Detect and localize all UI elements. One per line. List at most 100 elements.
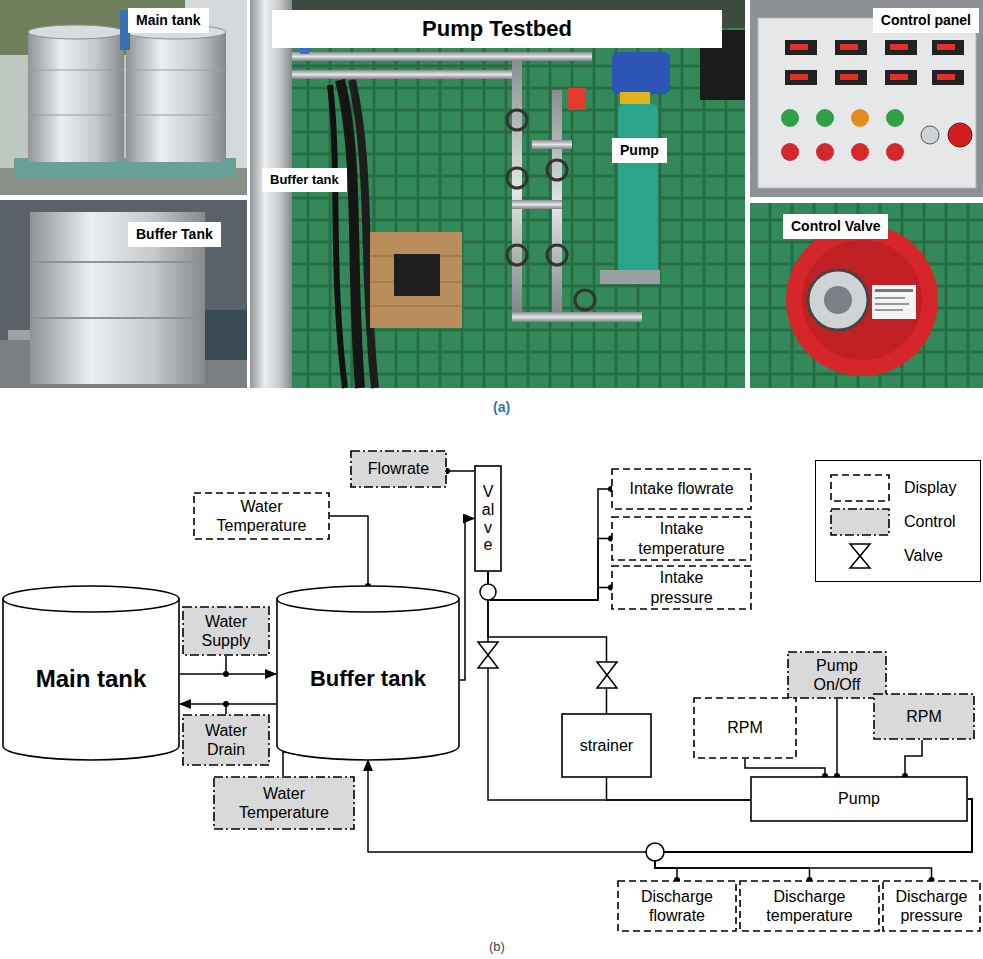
svg-rect [292,70,522,79]
panel-letter: (b) [489,939,505,955]
svg-rect [840,74,858,80]
box-border [694,698,796,758]
svg-rect [0,0,247,195]
legend-row: Valve [830,539,970,573]
node-text: RPM [727,718,763,737]
svg-rect [394,254,440,296]
svg-line [30,261,205,263]
box-border [214,777,354,829]
svg-circle [921,126,939,144]
valve-symbol [850,556,870,568]
box-border [562,714,651,777]
box-outline [617,880,737,932]
svg-rect [875,297,905,299]
box-border [183,715,269,765]
connector [488,536,614,601]
photo-label: Buffer tank [262,168,347,192]
svg-rect [568,88,586,110]
buffer-tank-photo [0,200,247,388]
svg-circle [480,584,496,600]
svg-rect [835,40,867,55]
node-text: Intake temperature [629,519,734,557]
svg-rect [532,140,572,149]
connector [488,572,614,600]
svg-circle [948,123,972,147]
svg-circle [547,245,567,265]
box-outline [739,880,880,932]
testbed-photo [250,0,745,388]
svg-rect [8,330,30,340]
svg-rect [618,104,658,280]
process-box: strainer [561,713,652,778]
svg-path [330,85,345,388]
tank-cylinder: Buffer tank [276,585,460,760]
legend-row: Control [830,505,970,539]
svg-line [126,115,226,116]
svg-circle [808,270,868,330]
connector-line [488,572,611,600]
legend-swatch-fill [831,509,889,535]
svg-rect [785,40,817,55]
pump-box: Pump [750,776,968,822]
box-border [351,451,446,487]
tank-body [277,599,459,760]
valve-symbol [850,544,870,556]
node-text: Pump [838,789,880,808]
display-box: Discharge flowrate [617,880,737,932]
connector-line [745,759,825,776]
svg-circle [802,240,922,360]
box-border [194,493,329,539]
node-text: Discharge pressure [888,887,975,925]
display-box: Discharge temperature [739,880,880,932]
svg-rect [620,92,650,104]
legend-sample [830,474,890,502]
connector [834,699,840,779]
connector-line [905,740,922,776]
svg-rect [875,289,913,292]
box-border [874,694,974,739]
svg-circle [786,224,938,376]
node-text: Water Drain [188,721,264,759]
control-box: Water Temperature [213,776,355,830]
control-valve-photo [750,203,983,388]
tank-cylinder: Main tank [2,585,180,760]
svg-rect [370,232,462,328]
connector [368,760,972,852]
box-border [751,777,967,821]
control-box: Water Drain [182,714,270,766]
svg-rect [937,74,955,80]
legend-text: Valve [904,547,943,565]
display-box: Intake flowrate [611,468,752,510]
node-text: Main tank [36,665,147,694]
box-border [475,466,501,571]
svg-rect [785,70,817,85]
connector [607,778,751,800]
svg-rect [890,74,908,80]
connector [745,759,828,779]
svg-rect [875,303,909,305]
svg-circle [507,245,527,265]
connector-line [368,760,972,852]
legend-box: DisplayControlValve [815,460,981,582]
junction-dot [223,671,229,707]
svg-circle [886,109,904,127]
connector [444,468,474,474]
svg-circle [223,671,229,677]
box-border [612,469,751,509]
connector-line [488,572,607,713]
node-text: Buffer tank [310,666,426,692]
svg-rect [600,270,660,284]
box-outline [182,714,270,766]
display-box: Intake pressure [611,565,752,610]
legend-sample-box [831,475,889,501]
connector-line [836,699,838,776]
display-box: Water Temperature [193,492,330,540]
connector-line [447,470,474,472]
svg-rect [937,44,955,50]
node-text: Flowrate [368,459,429,478]
control-box: Pump On/Off [787,651,887,699]
svg-circle [223,701,229,707]
node-text: Water Supply [188,612,264,650]
control-box: Flowrate [350,450,447,488]
photo-label: Buffer Tank [128,222,221,247]
